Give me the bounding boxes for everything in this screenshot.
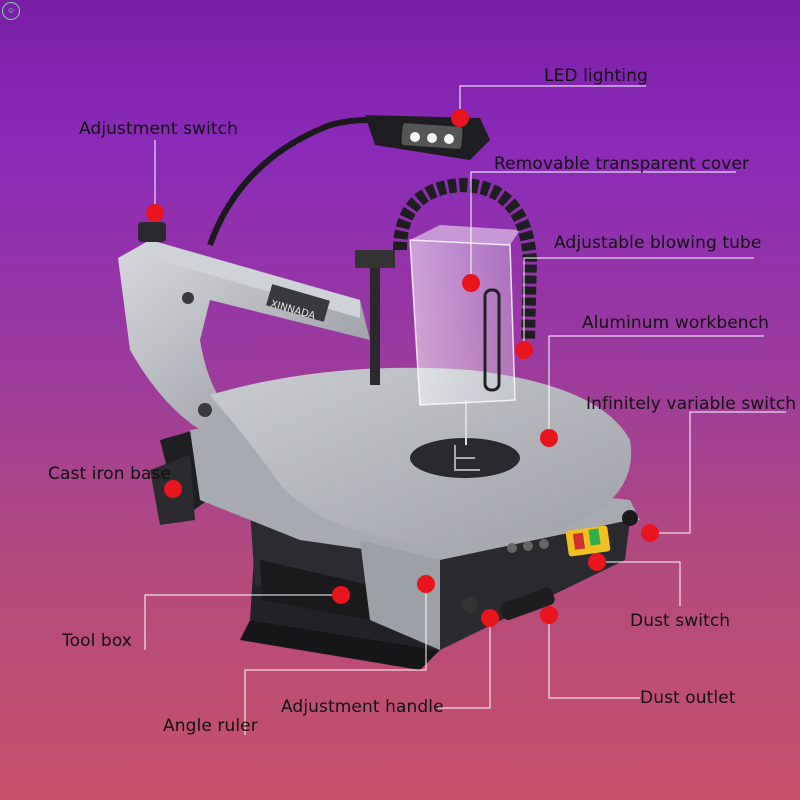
corner-watermark-icon: ☺ (2, 2, 20, 20)
leader-lines (144, 85, 786, 735)
marker-tool-box (332, 586, 350, 604)
marker-led-lighting (451, 109, 469, 127)
saw-arm: XINNADA (118, 240, 370, 440)
blowing-tube (393, 177, 538, 341)
label-aluminum-workbench: Aluminum workbench (582, 313, 770, 333)
label-cast-iron-base: Cast iron base (48, 464, 172, 484)
label-variable-switch: Infinitely variable switch (586, 394, 797, 414)
adjustment-handle (462, 587, 555, 621)
marker-aluminum-workbench (540, 429, 558, 447)
label-led-lighting: LED lighting (544, 66, 648, 86)
marker-removable-cover (462, 274, 480, 292)
label-blowing-tube: Adjustable blowing tube (554, 233, 762, 253)
upper-blade-arm (355, 250, 467, 445)
control-panel (507, 510, 638, 557)
marker-adjustment-switch (146, 204, 164, 222)
label-adjustment-handle: Adjustment handle (281, 697, 444, 717)
label-adjustment-switch: Adjustment switch (79, 119, 238, 139)
aluminum-workbench (210, 367, 632, 546)
marker-variable-switch (641, 524, 659, 542)
label-dust-outlet: Dust outlet (640, 688, 736, 708)
transparent-cover (409, 225, 520, 406)
marker-dust-switch (588, 553, 606, 571)
marker-dust-outlet (540, 606, 558, 624)
label-removable-cover: Removable transparent cover (494, 154, 750, 174)
marker-adjustment-handle (481, 609, 499, 627)
marker-angle-ruler (417, 575, 435, 593)
marker-blowing-tube (515, 341, 533, 359)
callout-markers (146, 109, 659, 627)
label-dust-switch: Dust switch (630, 611, 731, 631)
marker-cast-iron-base (164, 480, 182, 498)
label-angle-ruler: Angle ruler (163, 716, 258, 736)
adjustment-switch-knob (138, 222, 166, 242)
label-tool-box: Tool box (62, 631, 132, 651)
